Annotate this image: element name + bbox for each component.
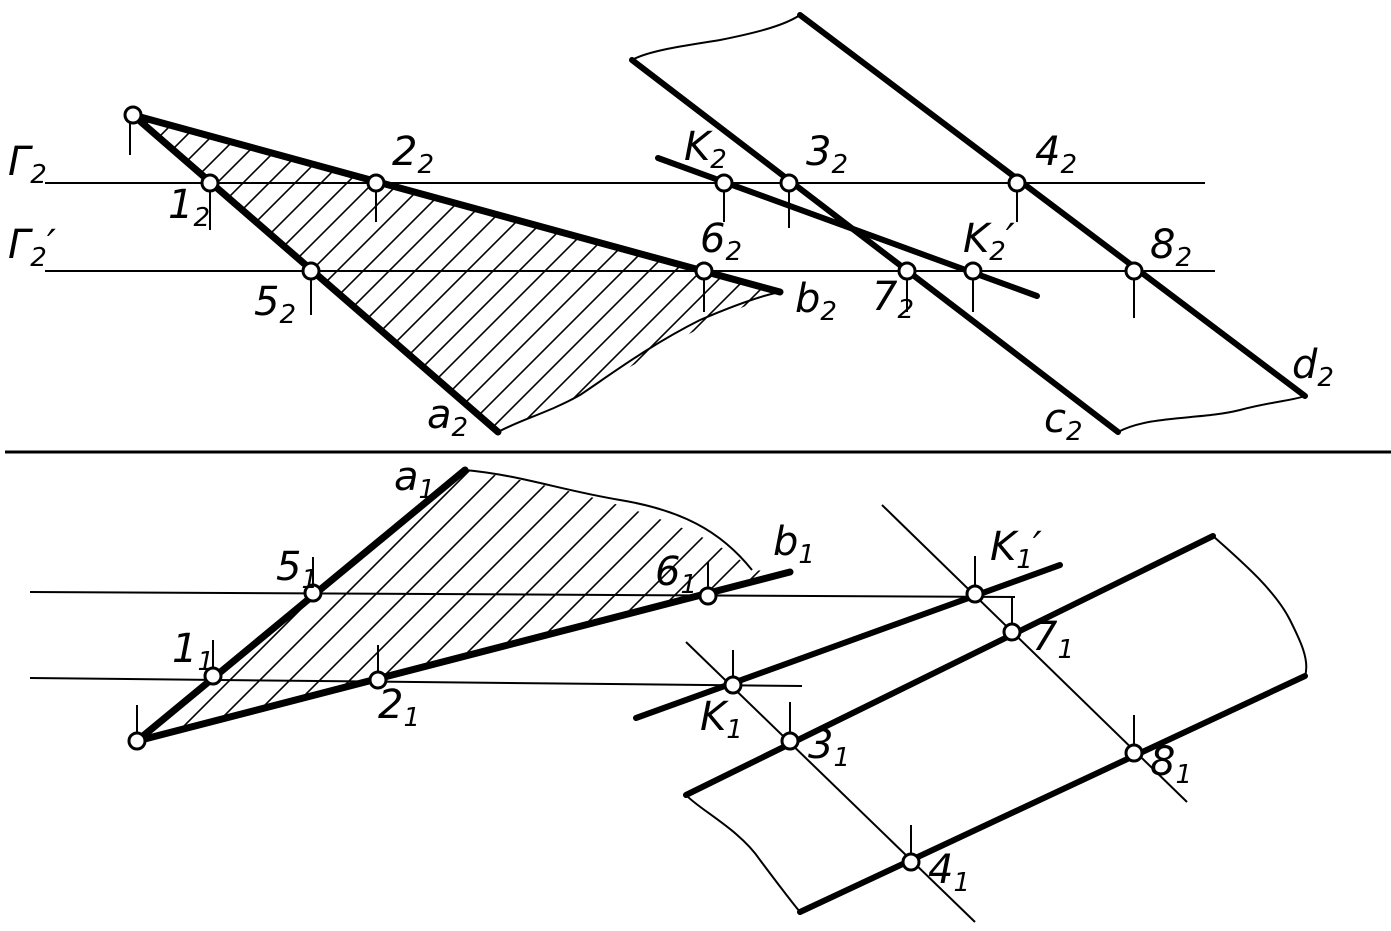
line-a1 <box>133 466 469 745</box>
label-point-7-1: 71 <box>1032 614 1074 665</box>
label-a1: a1 <box>394 454 435 505</box>
label-point-7-2: 72 <box>872 274 914 325</box>
hatch-line <box>329 470 631 741</box>
hatch-line <box>299 470 601 741</box>
points-top <box>123 105 1144 281</box>
label-point-4-2: 42 <box>1035 129 1077 180</box>
hatch-line <box>137 470 211 741</box>
hatch-line <box>137 470 241 741</box>
horizontal-line-1-2 <box>29 677 803 687</box>
plane-break-line-top <box>497 291 781 433</box>
label-point-3-1: 31 <box>808 722 850 773</box>
label-point-4-1: 41 <box>928 847 970 898</box>
line-c2 <box>629 57 1121 435</box>
hatch-line <box>0 460 30 760</box>
label-b1: b1 <box>773 519 815 570</box>
line-d1 <box>797 673 1308 915</box>
label-point-3-2: 32 <box>806 129 848 180</box>
horizontal-line-5-6 <box>29 591 1016 598</box>
label-point-6-1: 61 <box>655 549 697 600</box>
line-d2 <box>797 12 1308 399</box>
hatch-line <box>137 470 151 741</box>
hatch-line <box>0 460 120 760</box>
points-bottom <box>127 583 1144 872</box>
ticks-bottom <box>136 556 1135 862</box>
strip-break-left <box>685 794 801 913</box>
hatch-line <box>209 470 511 741</box>
label-point-2-1: 21 <box>378 682 420 733</box>
plane-break-line-bottom <box>464 469 753 571</box>
label-point-8-2: 82 <box>1150 222 1192 273</box>
strip-break-bottom <box>1117 395 1306 433</box>
hatch-line <box>629 470 790 741</box>
hatch-line <box>133 115 249 432</box>
label-point-6-2: 62 <box>700 216 742 267</box>
hatch-line <box>0 460 90 760</box>
label-point-1-2: 12 <box>168 182 210 233</box>
strip-break-right <box>1212 535 1308 677</box>
hatch-line <box>137 470 301 741</box>
label-gamma2-prime: Γ2′ <box>8 222 56 273</box>
hatch-line <box>179 470 481 741</box>
label-k2: K2 <box>684 124 727 175</box>
label-point-2-2: 22 <box>392 129 434 180</box>
hatch-line <box>137 470 331 741</box>
plane-hatching-bottom <box>0 460 790 760</box>
line-b1 <box>133 568 794 745</box>
hatch-line <box>137 470 181 741</box>
hatch-line <box>0 460 60 760</box>
label-point-5-1: 51 <box>276 544 318 595</box>
label-gamma2: Γ2 <box>8 139 47 190</box>
label-point-1-1: 11 <box>172 626 214 677</box>
label-a2: a2 <box>427 392 468 443</box>
hatch-line <box>719 470 790 741</box>
line-b2 <box>129 111 784 296</box>
label-k2-prime: K2′ <box>963 216 1015 267</box>
label-b2: b2 <box>795 276 837 327</box>
strip-break-top <box>631 14 801 61</box>
line-c1 <box>683 533 1216 798</box>
hatch-line <box>749 470 790 741</box>
hatch-line <box>137 470 361 741</box>
label-k1-prime: K1′ <box>990 524 1042 575</box>
label-point-8-1: 81 <box>1150 739 1192 790</box>
label-k1: K1 <box>700 694 743 745</box>
labels: Γ2 Γ2′ 12 22 52 62 b2 a2 K2 32 42 K2′ 82… <box>8 124 1334 898</box>
label-point-5-2: 52 <box>254 279 296 330</box>
hatch-line <box>133 115 301 432</box>
label-d2: d2 <box>1292 342 1334 393</box>
label-c2: c2 <box>1044 396 1083 447</box>
hatch-line <box>133 115 275 432</box>
line-k1 <box>633 562 1063 721</box>
